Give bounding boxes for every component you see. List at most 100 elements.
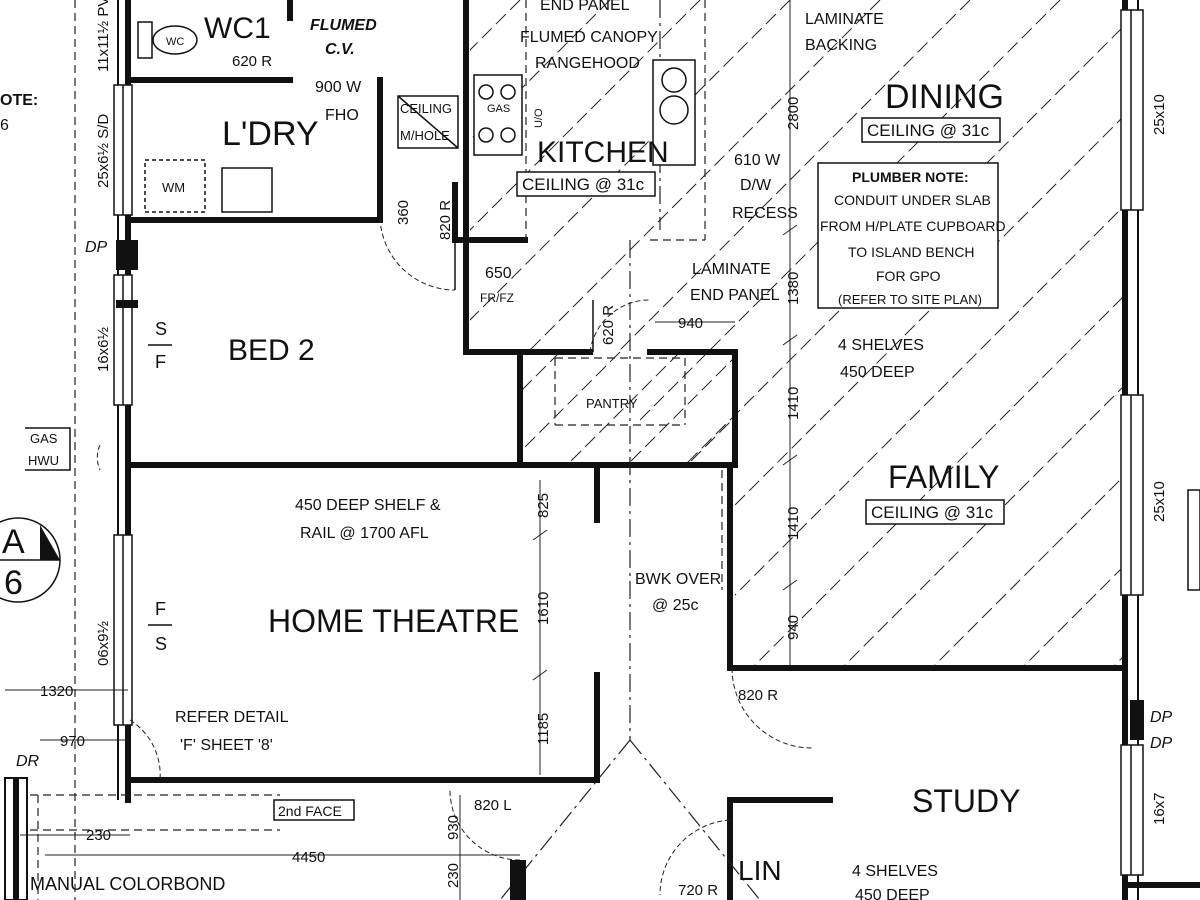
svg-text:970: 970 [60,733,85,750]
hwu-unit [25,427,71,471]
windows [113,9,1200,876]
room-laundry: L'DRY [222,115,319,153]
svg-text:940: 940 [678,315,703,332]
svg-text:820 R: 820 R [738,687,778,704]
room-pantry: PANTRY [586,396,638,411]
svg-text:450 DEEP SHELF &: 450 DEEP SHELF & [295,497,441,514]
svg-text:GAS: GAS [30,431,58,446]
svg-text:F: F [155,599,166,619]
svg-text:820 L: 820 L [474,797,512,814]
svg-text:11x11½ PV obs: 11x11½ PV obs [95,0,112,72]
svg-text:(REFER TO SITE PLAN): (REFER TO SITE PLAN) [838,292,982,307]
doors [96,215,813,896]
svg-text:TO ISLAND BENCH: TO ISLAND BENCH [848,244,975,260]
svg-text:S: S [155,319,167,339]
ceiling-labels: CEILING @ 31c CEILING @ 31c CEILING @ 31… [522,121,994,522]
room-kitchen: KITCHEN [537,136,669,169]
svg-text:S: S [155,634,167,654]
window-labels: 11x11½ PV obs 25x6½ S/D 16x6½ 06x9½ 25x1… [95,0,1168,825]
svg-text:A: A [2,523,25,561]
svg-text:HWU: HWU [28,453,59,468]
svg-text:BWK OVER: BWK OVER [635,571,721,588]
svg-text:RECESS: RECESS [732,205,798,222]
room-wc: WC1 [204,12,271,45]
svg-text:06x9½: 06x9½ [95,620,112,666]
svg-text:450 DEEP: 450 DEEP [855,887,930,900]
svg-text:CEILING: CEILING [400,101,452,116]
svg-text:6: 6 [0,117,9,134]
room-family: FAMILY [888,459,999,495]
svg-text:720 R: 720 R [678,882,718,899]
svg-text:'F' SHEET '8': 'F' SHEET '8' [180,737,273,754]
svg-text:2nd FACE: 2nd FACE [278,803,342,819]
svg-text:U/O: U/O [533,108,545,128]
svg-text:MANUAL COLORBOND: MANUAL COLORBOND [30,874,225,894]
svg-text:1410: 1410 [785,507,802,540]
room-bed2: BED 2 [228,334,315,367]
svg-text:PLUMBER NOTE:: PLUMBER NOTE: [852,169,969,185]
svg-text:6: 6 [4,564,23,602]
washing-machine [144,159,206,213]
svg-text:930: 930 [445,815,462,840]
svg-text:4 SHELVES: 4 SHELVES [852,863,938,880]
svg-text:4 SHELVES: 4 SHELVES [838,337,924,354]
annotations: FLUMED C.V. 900 W FHO CEILING M/HOLE WM … [0,17,1173,900]
toilet-icon [152,25,198,55]
svg-text:END PANEL: END PANEL [540,0,630,14]
svg-text:DP: DP [85,239,108,256]
dimension-lines [5,0,798,900]
svg-text:REFER DETAIL: REFER DETAIL [175,709,289,726]
pantry-hatch [522,352,732,462]
hatch-area [470,0,1125,668]
svg-text:1610: 1610 [535,592,552,625]
svg-text:@ 25c: @ 25c [652,597,698,614]
svg-text:1380: 1380 [785,272,802,305]
room-home-theatre: HOME THEATRE [268,603,519,639]
ceiling-dining: CEILING @ 31c [867,121,990,140]
svg-text:FROM H/PLATE CUPBOARD: FROM H/PLATE CUPBOARD [820,218,1006,234]
svg-text:2800: 2800 [785,97,802,130]
svg-text:D/W: D/W [740,177,772,194]
svg-text:FLUMED CANOPY: FLUMED CANOPY [520,29,658,46]
svg-text:650: 650 [485,265,512,282]
svg-text:820 R: 820 R [437,200,454,240]
svg-text:FHO: FHO [325,107,359,124]
kitchen-notes: END PANEL FLUMED CANOPY RANGEHOOD LAMINA… [480,0,884,305]
section-marker [0,517,61,603]
svg-text:BACKING: BACKING [805,37,877,54]
svg-text:16x7: 16x7 [1151,792,1168,825]
ceiling-family: CEILING @ 31c [871,503,994,522]
svg-text:LAMINATE: LAMINATE [692,261,771,278]
svg-text:230: 230 [86,827,111,844]
room-linen: LIN [738,855,782,886]
plumber-note-box [817,162,999,309]
svg-text:610 W: 610 W [734,152,781,169]
svg-text:DP: DP [1150,709,1173,726]
room-labels: WC1 L'DRY KITCHEN DINING BED 2 FAMILY HO… [204,12,1020,886]
svg-text:450 DEEP: 450 DEEP [840,364,915,381]
svg-text:1320: 1320 [40,683,73,700]
svg-text:1185: 1185 [535,713,552,745]
svg-text:1410: 1410 [785,387,802,420]
dimension-labels: 620 R 2800 1380 360 820 R 620 R 940 1410… [40,53,802,899]
svg-text:RANGEHOOD: RANGEHOOD [535,55,640,72]
svg-text:620 R: 620 R [600,305,617,345]
svg-text:C.V.: C.V. [325,41,355,58]
svg-text:RAIL @ 1700 AFL: RAIL @ 1700 AFL [300,525,429,542]
svg-text:OTE:: OTE: [0,92,38,109]
svg-text:25x10: 25x10 [1151,481,1168,522]
svg-text:FLUMED: FLUMED [310,17,377,34]
svg-text:GAS: GAS [487,103,510,115]
walls [4,0,1200,900]
svg-text:END PANEL: END PANEL [690,287,780,304]
svg-text:DP: DP [1150,735,1173,752]
ceiling-kitchen: CEILING @ 31c [522,175,645,194]
svg-text:25x6½ S/D: 25x6½ S/D [95,114,112,188]
svg-text:900 W: 900 W [315,79,362,96]
svg-text:FR/FZ: FR/FZ [480,291,514,305]
svg-text:620 R: 620 R [232,53,272,70]
fixtures [0,21,1144,900]
svg-text:16x6½: 16x6½ [95,326,112,372]
room-study: STUDY [912,783,1020,819]
